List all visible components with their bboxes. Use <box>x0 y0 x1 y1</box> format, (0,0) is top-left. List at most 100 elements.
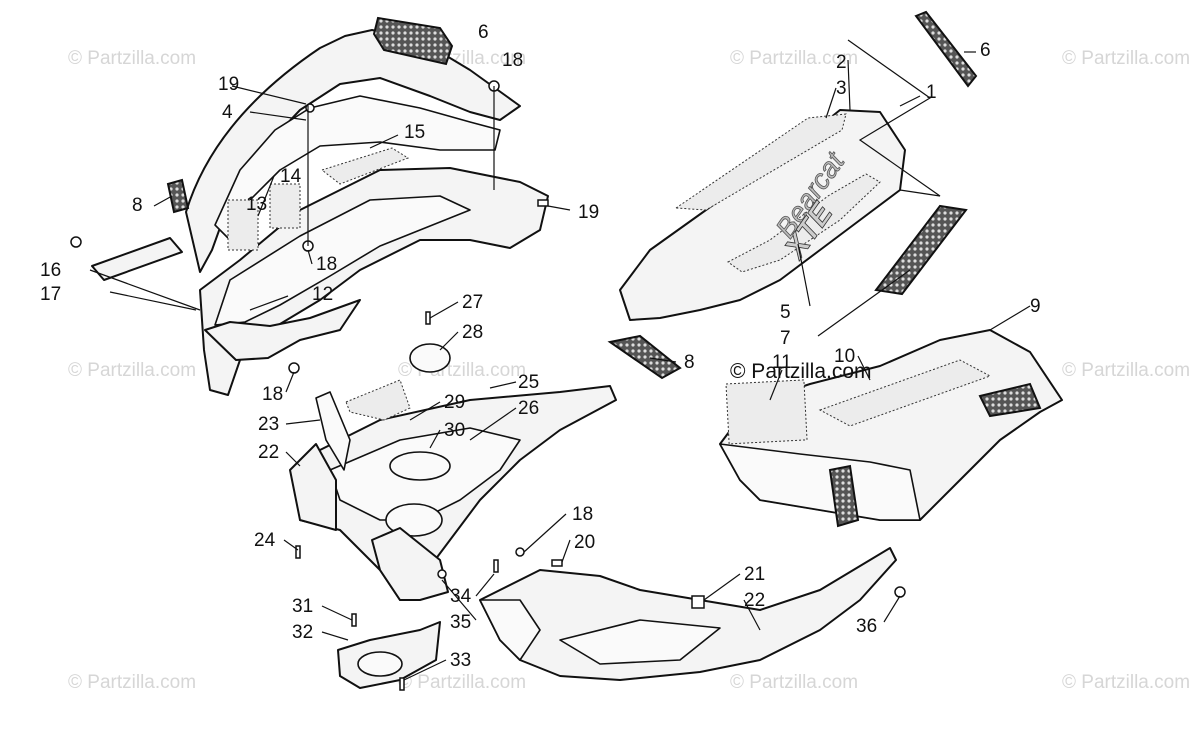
floor-plate-port <box>357 651 403 677</box>
callout-6-top: 6 <box>478 22 489 43</box>
side-vent <box>166 178 190 214</box>
callout-27: 27 <box>462 292 483 313</box>
callout-4: 4 <box>222 102 233 123</box>
decal-29 <box>345 379 411 421</box>
callout-32: 32 <box>292 622 313 643</box>
watermark: © Partzilla.com <box>1062 360 1190 381</box>
side-trim <box>91 237 183 281</box>
callout-5: 5 <box>780 302 791 323</box>
callout-16: 16 <box>40 260 61 281</box>
screw-19 <box>305 103 315 113</box>
watermark: © Partzilla.com <box>398 672 526 693</box>
callout-35: 35 <box>450 612 471 633</box>
bottom-runner <box>479 547 897 681</box>
callout-22-left: 22 <box>258 442 279 463</box>
callout-15: 15 <box>404 122 425 143</box>
intake-mesh <box>372 16 454 66</box>
nut-18-bottom <box>288 362 300 374</box>
callout-3: 3 <box>836 78 847 99</box>
rivet-36 <box>894 586 906 598</box>
lower-panel-face <box>719 443 921 521</box>
screw-19-right <box>537 199 549 207</box>
rivet-20 <box>551 559 563 567</box>
left-hood-assembly <box>91 16 549 396</box>
leader-lines <box>89 51 1031 681</box>
decal-10 <box>818 359 992 427</box>
right-lower-panel <box>719 329 1063 528</box>
side-vent-right <box>607 334 682 380</box>
callout-19-right: 19 <box>578 202 599 223</box>
callout-21: 21 <box>744 564 765 585</box>
callout-13: 13 <box>246 194 267 215</box>
callout-9: 9 <box>1030 296 1041 317</box>
watermark: © Partzilla.com <box>68 672 196 693</box>
side-decal <box>320 147 410 185</box>
watermark: © Partzilla.com <box>730 672 858 693</box>
callout-12: 12 <box>312 284 333 305</box>
callout-23: 23 <box>258 414 279 435</box>
hood-nose <box>204 299 361 361</box>
side-bracket-22 <box>289 443 337 531</box>
callout-31: 31 <box>292 596 313 617</box>
watermark-center: © Partzilla.com <box>730 360 872 383</box>
callout-18-runner: 18 <box>572 504 593 525</box>
decal-14 <box>269 183 301 229</box>
screw-16 <box>70 236 82 248</box>
callout-18-top: 18 <box>502 50 523 71</box>
side-bracket-23 <box>315 391 351 471</box>
side-panel-decal-2 <box>674 113 847 211</box>
hood-windshield-area <box>214 195 471 326</box>
callout-8-left: 8 <box>132 195 143 216</box>
watermark: © Partzilla.com <box>68 360 196 381</box>
callout-33: 33 <box>450 650 471 671</box>
callout-19-top: 19 <box>218 74 239 95</box>
hood-panel <box>185 29 521 273</box>
decal-13 <box>227 199 259 251</box>
rivet-35 <box>437 569 447 579</box>
side-panel-mesh <box>874 204 968 296</box>
console-front <box>371 527 449 601</box>
callout-18-mid: 18 <box>316 254 337 275</box>
rivet-31 <box>351 613 357 627</box>
lower-panel-vent <box>978 382 1042 418</box>
decal-11 <box>725 379 808 445</box>
watermark: © Partzilla.com <box>1062 48 1190 69</box>
callout-26: 26 <box>518 398 539 419</box>
callout-7: 7 <box>780 328 791 349</box>
callout-1: 1 <box>926 82 937 103</box>
callout-labels: 1 2 3 4 5 6 6 7 8 8 9 10 11 12 13 14 15 … <box>40 22 1041 671</box>
watermark: © Partzilla.com <box>730 48 858 69</box>
callout-17: 17 <box>40 284 61 305</box>
watermark-layer: © Partzilla.com © Partzilla.com © Partzi… <box>68 48 1190 693</box>
rivet-27 <box>425 311 431 325</box>
rivet-24 <box>295 545 301 559</box>
callout-36: 36 <box>856 616 877 637</box>
callout-10: 10 <box>834 346 855 367</box>
bracket-lines <box>847 39 941 197</box>
callout-8-right: 8 <box>684 352 695 373</box>
callout-30: 30 <box>444 420 465 441</box>
runner-side <box>479 599 541 661</box>
watermark: © Partzilla.com <box>68 48 196 69</box>
hood-inner-panel <box>214 95 501 241</box>
rivet-34 <box>493 559 499 573</box>
runner-body <box>479 547 897 681</box>
callout-22-runner: 22 <box>744 590 765 611</box>
callout-14: 14 <box>280 166 302 187</box>
intake-mesh-right <box>914 10 978 88</box>
callout-6-right: 6 <box>980 40 991 61</box>
runner-floor <box>559 619 721 665</box>
center-console-assembly <box>289 343 617 689</box>
callout-2: 2 <box>836 52 847 73</box>
callout-34: 34 <box>450 586 472 607</box>
side-panel-decal-7 <box>727 173 881 273</box>
callout-24: 24 <box>254 530 276 551</box>
watermark: © Partzilla.com <box>1062 672 1190 693</box>
console-grommet-28 <box>409 343 451 373</box>
callout-29: 29 <box>444 392 465 413</box>
callout-11: 11 <box>772 352 792 373</box>
callout-25: 25 <box>518 372 539 393</box>
callout-20: 20 <box>574 532 595 553</box>
lower-panel-vent-front <box>828 464 860 528</box>
